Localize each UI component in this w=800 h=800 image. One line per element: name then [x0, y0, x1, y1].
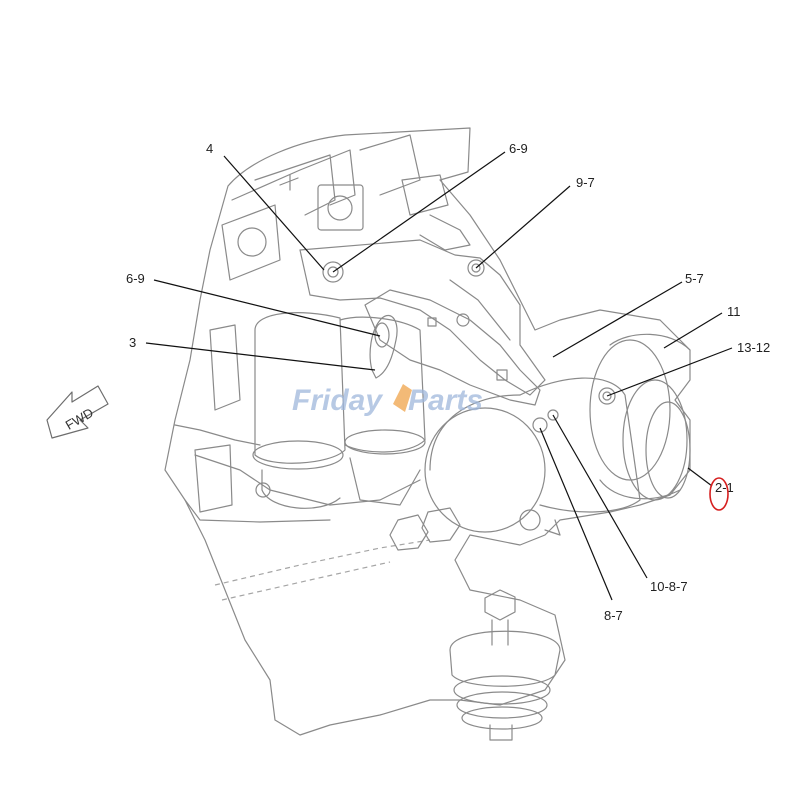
- callout-9-7[interactable]: 9-7: [576, 175, 595, 190]
- callout-11[interactable]: 11: [727, 304, 741, 319]
- engine-block-outline: [164, 127, 691, 736]
- leader-3: [145, 342, 376, 371]
- watermark-accent: [393, 384, 412, 412]
- callout-13-12[interactable]: 13-12: [737, 340, 770, 355]
- fwd-label: FWD: [63, 405, 96, 433]
- callout-labels: 4 6-9 9-7 6-9 3 5-7 11 13-12 2-1 10-8-7 …: [126, 141, 770, 623]
- lower-pulley: [449, 630, 561, 741]
- upper-housing: [221, 134, 471, 281]
- leader-13-12: [606, 347, 733, 397]
- pulley-assembly: [589, 333, 691, 501]
- callout-4[interactable]: 4: [206, 141, 213, 156]
- callout-3[interactable]: 3: [129, 335, 136, 350]
- forward-direction-arrow: FWD: [46, 385, 109, 439]
- leader-5-7: [552, 281, 683, 358]
- watermark-text-1: Friday: [292, 384, 383, 417]
- watermark: Friday Parts: [292, 384, 483, 417]
- lower-bolts: [389, 507, 516, 646]
- leader-8-7: [539, 427, 613, 601]
- watermark-text-2: Parts: [408, 384, 483, 417]
- highlight-circle: [709, 477, 729, 511]
- callout-10-8-7[interactable]: 10-8-7: [650, 579, 688, 594]
- callout-6-9-top[interactable]: 6-9: [509, 141, 528, 156]
- callout-2-1[interactable]: 2-1: [715, 480, 734, 495]
- leader-11: [663, 312, 723, 349]
- leader-4: [223, 155, 325, 271]
- leader-6-9-top: [332, 151, 506, 273]
- fuel-filters: [194, 312, 426, 513]
- callout-8-7[interactable]: 8-7: [604, 608, 623, 623]
- leader-2-1: [687, 467, 713, 487]
- leader-lines: [145, 151, 733, 601]
- alternator: [424, 377, 641, 536]
- leader-9-7: [475, 185, 571, 269]
- leader-6-9-left: [153, 279, 381, 337]
- leader-10-8-7: [552, 414, 648, 579]
- callout-6-9-left[interactable]: 6-9: [126, 271, 145, 286]
- callout-5-7[interactable]: 5-7: [685, 271, 704, 286]
